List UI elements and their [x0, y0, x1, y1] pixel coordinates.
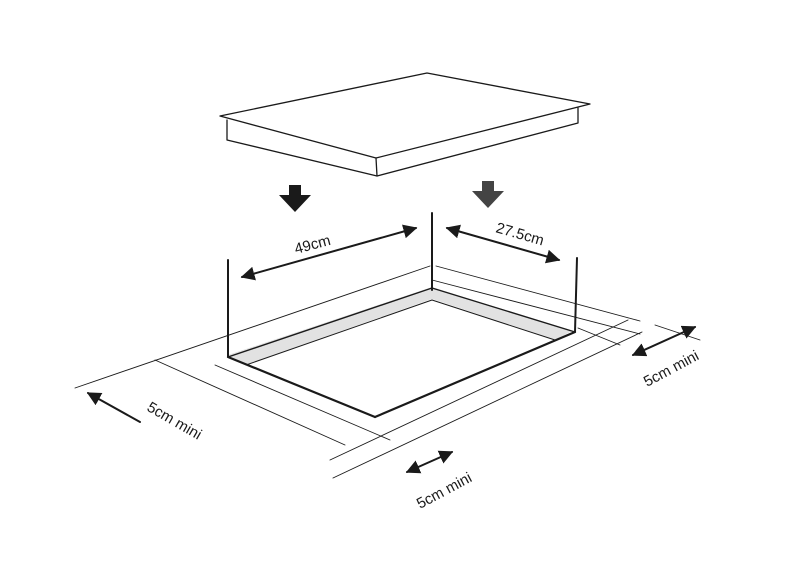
worktop-cutout — [226, 212, 578, 419]
cutout-left-ledge — [228, 287, 432, 365]
width-dimension-arrow — [240, 224, 418, 281]
hob-top-surface — [219, 72, 591, 159]
clearance-left-arrow — [86, 392, 141, 423]
clearance-left-label: 5cm mini — [144, 399, 204, 444]
hob-appliance — [219, 72, 591, 177]
clearance-front-label: 5cm mini — [414, 469, 475, 512]
cutout-right-ledge — [432, 287, 572, 340]
arrow-down-icon — [472, 181, 504, 208]
depth-label: 27.5cm — [494, 220, 546, 250]
clearance-right-label: 5cm mini — [641, 347, 702, 390]
worktop-lines — [74, 265, 701, 479]
cutout-floor — [246, 299, 555, 416]
arrow-down-icon — [279, 185, 311, 212]
hob-front-ridge — [375, 157, 378, 177]
clearance-front-arrow — [405, 450, 454, 474]
clearance-right-arrow — [631, 325, 697, 357]
depth-dimension-arrow — [445, 224, 561, 264]
hob-body-edge — [226, 107, 579, 177]
